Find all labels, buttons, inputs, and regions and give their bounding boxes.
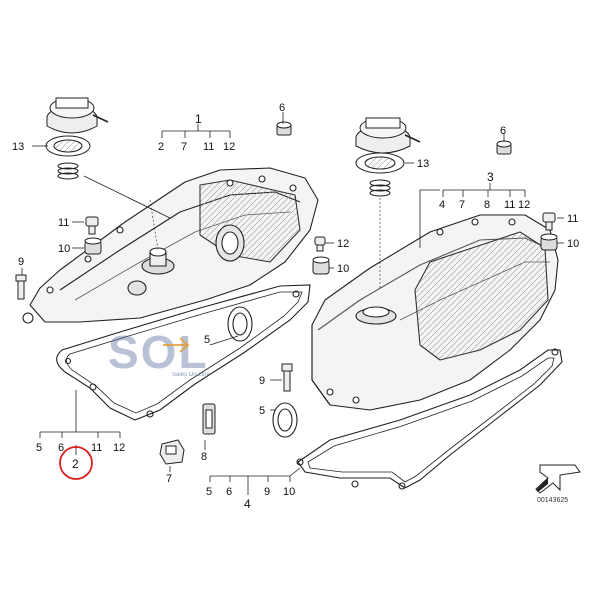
label-3-sub-12: 12 (518, 199, 530, 211)
left-valve-cover (22, 167, 319, 324)
sol-watermark: SOL Sales On Line (108, 326, 210, 378)
label-5-center: 5 (259, 405, 265, 417)
label-3: 3 (487, 170, 494, 184)
label-11-right: 11 (567, 213, 578, 225)
label-11-left: 11 (58, 217, 69, 229)
label-6-left: 6 (279, 102, 285, 114)
left-spring (57, 162, 79, 180)
label-4-sub-5: 5 (206, 486, 212, 498)
label-2-sub-11: 11 (91, 442, 102, 454)
part-10-spacer-center (312, 256, 330, 275)
label-1-sub-12: 12 (223, 141, 235, 153)
part-9-stud-left (15, 274, 27, 300)
label-3-sub-8: 8 (484, 199, 490, 211)
right-breather-cap (355, 117, 421, 154)
right-gasket (296, 348, 563, 490)
label-12-center: 12 (337, 238, 349, 250)
part-9-stud-center (281, 363, 293, 392)
label-3-sub-7: 7 (459, 199, 465, 211)
label-3-sub-4: 4 (439, 199, 445, 211)
label-9-center: 9 (259, 375, 265, 387)
label-8: 8 (201, 451, 207, 463)
part-labels: 1 2 7 11 12 3 4 7 8 11 12 5 6 11 12 2 5 … (12, 102, 579, 511)
label-4-sub-9: 9 (264, 486, 270, 498)
label-10-left: 10 (58, 243, 70, 255)
label-1-sub-7: 7 (181, 141, 187, 153)
right-spring (369, 179, 391, 197)
label-13-left: 13 (12, 141, 24, 153)
part-8-clip (202, 403, 216, 435)
left-seal-ring (45, 135, 91, 157)
right-valve-cover (311, 214, 559, 411)
label-13-right: 13 (417, 158, 429, 170)
label-10-center: 10 (337, 263, 349, 275)
drawing-code: 00143625 (537, 497, 568, 504)
part-10-spacer-left (84, 237, 102, 255)
part-11-bolt-right (542, 212, 556, 231)
label-6-right: 6 (500, 125, 506, 137)
part-12-bolt-center (314, 236, 326, 252)
label-4-sub-6: 6 (226, 486, 232, 498)
label-1-sub-11: 11 (203, 141, 214, 153)
watermark-tagline: Sales On Line (172, 372, 210, 378)
label-5-left: 5 (204, 334, 210, 346)
label-9-left: 9 (18, 256, 24, 268)
watermark-brand: SOL (108, 326, 209, 378)
leader-lines (21, 112, 564, 495)
label-7: 7 (166, 473, 172, 485)
label-4-sub-10: 10 (283, 486, 295, 498)
label-2-sub-12: 12 (113, 442, 125, 454)
label-2-sub-5: 5 (36, 442, 42, 454)
direction-arrow-icon (535, 464, 581, 494)
label-1-sub-2: 2 (158, 141, 164, 153)
part-5-seal-center (272, 402, 298, 438)
label-10-right: 10 (567, 238, 579, 250)
label-1: 1 (195, 112, 202, 126)
label-2-sub-6: 6 (58, 442, 64, 454)
part-6-grommet-left (276, 121, 292, 136)
part-7-bracket (159, 439, 185, 465)
label-4: 4 (244, 497, 251, 511)
part-5-seal-left (227, 306, 253, 342)
right-seal-ring (355, 152, 405, 174)
left-breather-cap (46, 97, 109, 134)
part-11-bolt-left (85, 216, 99, 235)
label-2: 2 (72, 457, 79, 471)
left-gasket (56, 284, 311, 421)
label-3-sub-11: 11 (504, 199, 515, 211)
part-6-grommet-right (496, 140, 512, 155)
part-10-spacer-right (540, 233, 558, 251)
highlight-circle (59, 446, 93, 480)
